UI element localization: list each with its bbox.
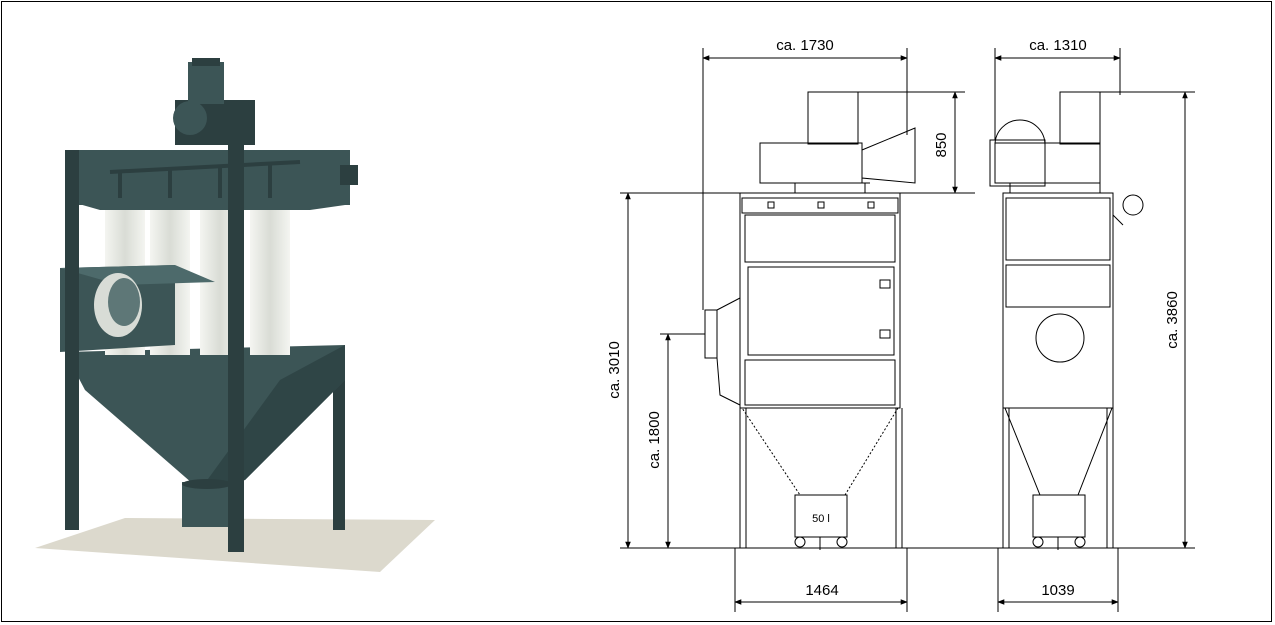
leg-back-right	[333, 380, 345, 530]
bin-label: 50 l	[812, 513, 830, 525]
front-fan-height-label: 850	[933, 132, 950, 157]
side-view	[989, 91, 1144, 550]
hopper	[65, 345, 345, 490]
side-width-bottom-label: 1039	[1041, 582, 1074, 599]
front-inlet	[704, 309, 718, 359]
front-door	[747, 266, 895, 356]
side-bin	[1032, 494, 1086, 538]
front-inlet-height-label: ca. 1800	[646, 411, 663, 469]
side-cabinet	[1002, 192, 1114, 409]
inlet-opening-inner	[108, 278, 140, 326]
machine-render	[35, 58, 435, 572]
fan-motor-cap	[192, 58, 220, 66]
side-total-height-label: ca. 3860	[1164, 291, 1181, 349]
leg-front-left	[65, 150, 79, 530]
front-total-height-label: ca. 3010	[606, 341, 623, 399]
side-hopper	[1004, 407, 1113, 496]
front-bin	[794, 494, 848, 538]
front-fan-housing	[759, 142, 863, 184]
side-fan-motor	[1059, 91, 1101, 145]
front-view	[704, 91, 916, 550]
side-pressure-gauge	[1122, 194, 1144, 216]
front-width-bottom-label: 1464	[805, 582, 838, 599]
top-frame	[65, 150, 345, 210]
side-inlet-circle	[1035, 313, 1085, 363]
outlet-stub	[340, 165, 358, 185]
side-width-top-label: ca. 1310	[1029, 37, 1087, 54]
front-fan-motor	[807, 91, 859, 145]
inlet-box-top	[60, 265, 215, 285]
cleaning-pipes	[109, 160, 301, 198]
front-cabinet	[739, 192, 901, 409]
front-hopper	[741, 407, 899, 496]
side-fan-housing	[994, 142, 1101, 184]
dust-bin	[182, 482, 232, 527]
leg-front-right	[228, 140, 244, 552]
dimension-lines	[620, 48, 1195, 612]
front-width-top-label: ca. 1730	[776, 37, 834, 54]
front-outlet-cone	[861, 127, 916, 184]
fan-duct	[173, 101, 207, 135]
fan-motor	[188, 62, 224, 104]
side-fan-dome	[994, 119, 1046, 146]
dust-bin-top	[182, 479, 232, 489]
